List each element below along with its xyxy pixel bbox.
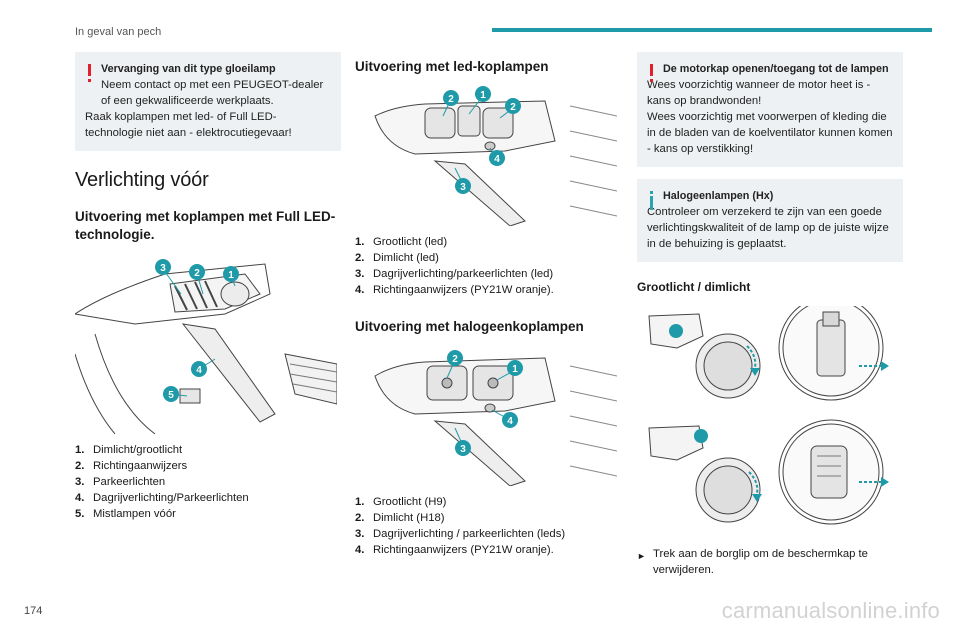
column-left: Vervanging van dit type gloeilamp Neem c… [75,52,341,522]
warning-icon [85,61,101,109]
legend-full-led: 1.Dimlicht/grootlicht 2.Richtingaanwijze… [75,442,341,522]
callout-label: 3 [460,182,466,193]
figure-full-led-headlamp: 3 2 1 4 5 [75,254,337,434]
column-right: De motorkap openen/toegang tot de lampen… [637,52,903,578]
instruction-step: ► Trek aan de borglip om de beschermkap … [637,546,903,578]
page-number: 174 [24,605,43,617]
note-line: Neem contact op met een PEUGEOT-dealer o… [101,79,324,107]
callout-label: 2 [452,354,458,365]
watermark: carmanualsonline.info [721,598,940,623]
subtitle-full-led: Uitvoering met koplampen met Full LED-te… [75,209,336,242]
callout-label: 3 [160,263,166,274]
halogen-headlamp-illustration: 2 1 4 3 [374,350,617,486]
callout-label: 4 [494,154,500,165]
cap-removal-illustration [648,306,889,525]
note-line: Wees voorzichtig met voorwerpen of kledi… [647,111,893,155]
running-header: In geval van pech [75,26,162,38]
full-led-headlamp-illustration: 3 2 1 4 5 [75,259,337,434]
callout-label: 1 [228,270,234,281]
info-note-halogen: Halogeenlampen (Hx) Controleer om verzek… [637,179,903,262]
note-title: Halogeenlampen (Hx) [663,190,774,202]
arrow-bullet-icon: ► [637,551,646,561]
figure-halogen-headlamp: 2 1 4 3 [355,346,617,486]
legend-item: 4.Dagrijverlichting/Parkeerlichten [75,492,249,504]
info-icon [647,188,663,210]
instruction-text: Trek aan de borglip om de beschermkap te… [653,548,868,576]
warning-note-bonnet: De motorkap openen/toegang tot de lampen… [637,52,903,167]
warning-note-bulb-replacement: Vervanging van dit type gloeilamp Neem c… [75,52,341,151]
legend-item: 3.Parkeerlichten [75,476,166,488]
legend-item: 3.Dagrijverlichting/parkeerlichten (led) [355,268,554,280]
note-line: Wees voorzichtig wanneer de motor heet i… [647,79,871,107]
callout-markers [447,350,523,456]
figure-led-headlamp: 2 1 2 4 3 [355,86,617,226]
section-title: Verlichting vóór [75,169,209,191]
callout-label: 1 [480,90,486,101]
led-headlamp-illustration: 2 1 2 4 3 [374,86,617,226]
callout-label: 4 [507,416,513,427]
legend-item: 4.Richtingaanwijzers (PY21W oranje). [355,284,554,296]
legend-item: 1.Grootlicht (H9) [355,496,447,508]
column-middle: Uitvoering met led-koplampen [355,52,621,558]
subtitle-halogen: Uitvoering met halogeenkoplampen [355,319,584,334]
legend-item: 2.Dimlicht (led) [355,252,439,264]
callout-label: 2 [194,268,200,279]
subtitle-led: Uitvoering met led-koplampen [355,59,549,74]
callout-label: 2 [448,94,454,105]
legend-item: 1.Grootlicht (led) [355,236,448,248]
callout-markers [155,259,239,402]
note-title: Vervanging van dit type gloeilamp [101,63,276,75]
legend-item: 1.Dimlicht/grootlicht [75,444,183,456]
note-line: Raak koplampen met led- of Full LED-tech… [85,111,292,139]
callout-label: 3 [460,444,466,455]
callout-markers [443,86,521,194]
legend-item: 2.Richtingaanwijzers [75,460,188,472]
legend-item: 3.Dagrijverlichting / parkeerlichten (le… [355,528,566,540]
header-accent-bar [492,28,932,32]
callout-label: 4 [196,365,202,376]
warning-icon [647,61,663,82]
callout-label: 2 [510,102,516,113]
legend-led: 1.Grootlicht (led) 2.Dimlicht (led) 3.Da… [355,234,621,298]
subtitle-high-low-beam: Grootlicht / dimlicht [637,280,751,294]
direction-arrows [746,345,889,502]
note-line: Controleer om verzekerd te zijn van een … [647,206,889,250]
legend-halogen: 1.Grootlicht (H9) 2.Dimlicht (H18) 3.Dag… [355,494,621,558]
note-title: De motorkap openen/toegang tot de lampen [663,63,889,75]
callout-label: 5 [168,390,174,401]
legend-item: 4.Richtingaanwijzers (PY21W oranje). [355,544,554,556]
callout-label: 1 [512,364,518,375]
figure-cap-removal [637,306,899,538]
legend-item: 2.Dimlicht (H18) [355,512,445,524]
legend-item: 5.Mistlampen vóór [75,508,176,520]
